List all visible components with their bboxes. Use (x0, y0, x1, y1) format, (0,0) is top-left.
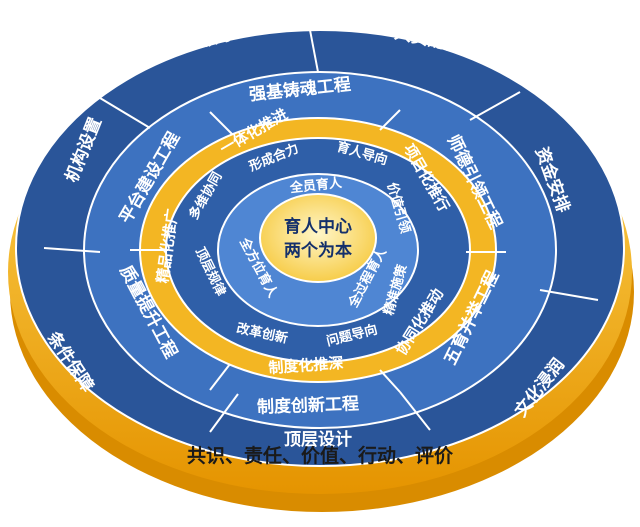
ring1-label: 全员育人 (288, 175, 343, 197)
outer-ring-label: 顶层设计 (284, 429, 352, 450)
core-line-2: 两个为本 (284, 240, 352, 261)
ring4-label: 制度创新工程 (257, 393, 360, 418)
outer-divider (43, 247, 101, 253)
core (259, 193, 377, 283)
ring3-label: 制度化推深 (268, 354, 344, 377)
core-line-1: 育人中心 (284, 216, 352, 237)
ring4-divider (379, 109, 401, 131)
outer-divider (99, 97, 151, 129)
outer-divider (399, 391, 431, 431)
outer-divider (209, 393, 239, 433)
outer-divider (309, 29, 319, 73)
base-text: 共识、责任、价值、行动、评价 (187, 444, 454, 467)
outer-divider (469, 91, 521, 121)
ring4-divider (209, 363, 231, 391)
ring4-divider (209, 111, 233, 135)
outer-divider (539, 289, 599, 301)
segment-dividers (43, 29, 599, 433)
ring4-divider (379, 369, 401, 393)
